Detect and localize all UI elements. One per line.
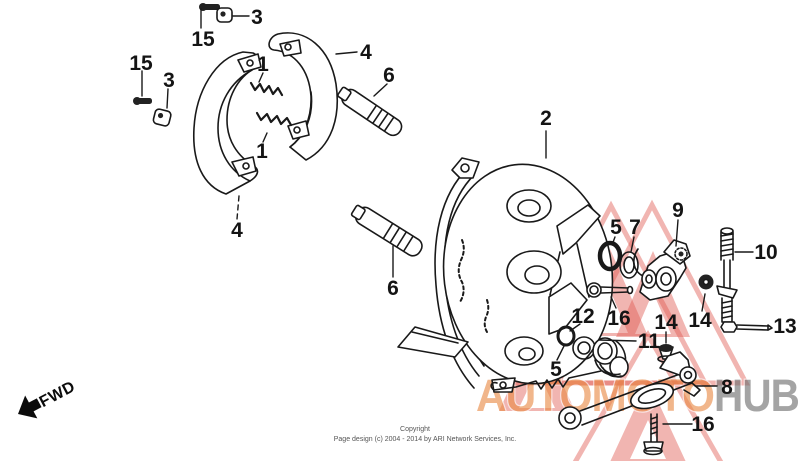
callout-13[interactable]: 13 <box>773 315 796 338</box>
callout-11[interactable]: 11 <box>638 330 661 353</box>
callout-5-panel[interactable]: 5 <box>610 216 622 239</box>
callout-16-anchor[interactable]: 16 <box>607 307 630 330</box>
brand-text-hub: HUB <box>714 370 799 421</box>
fwd-label: FWD <box>37 378 78 411</box>
callout-5-lower[interactable]: 5 <box>550 358 562 381</box>
callout-14-right[interactable]: 14 <box>688 309 712 332</box>
copyright-line1: Copyright <box>400 426 430 433</box>
brake-cam-lower <box>350 204 423 257</box>
brake-cam-upper <box>337 86 403 137</box>
callout-1-upper[interactable]: 1 <box>257 53 269 76</box>
nut-3-left <box>152 108 172 127</box>
washer-5-upper <box>597 240 623 272</box>
fwd-arrow-icon <box>18 395 42 419</box>
callout-4-lower[interactable]: 4 <box>231 219 243 242</box>
callout-2[interactable]: 2 <box>540 107 552 130</box>
callout-6-upper[interactable]: 6 <box>383 64 395 87</box>
leader-lines <box>141 8 754 425</box>
callout-7[interactable]: 7 <box>629 216 641 239</box>
callout-16-bolt[interactable]: 16 <box>691 413 714 436</box>
brake-arm-9 <box>633 239 691 301</box>
footer-copyright: Copyright Page design (c) 2004 - 2014 by… <box>334 426 517 443</box>
nut-14-right <box>698 274 714 290</box>
return-spring <box>490 370 602 391</box>
callout-6-lower[interactable]: 6 <box>387 277 399 300</box>
callout-12[interactable]: 12 <box>571 305 594 328</box>
callout-4-upper[interactable]: 4 <box>360 41 372 64</box>
callout-3-left[interactable]: 3 <box>163 69 175 92</box>
line-art <box>133 3 773 456</box>
callout-15-top[interactable]: 15 <box>191 28 215 51</box>
callout-1-lower[interactable]: 1 <box>256 140 268 163</box>
washer-12 <box>556 325 576 347</box>
watermark-logo: AUTOMOTO HUB <box>475 369 800 423</box>
torque-arm-8 <box>558 351 701 430</box>
screw-15-left <box>133 97 152 105</box>
brake-shoe-left <box>192 51 262 195</box>
callout-8[interactable]: 8 <box>721 376 733 399</box>
callout-14-left[interactable]: 14 <box>654 311 678 334</box>
bolt-16-lower <box>643 413 664 456</box>
shoe-spring-upper <box>249 81 284 97</box>
watermark-triangle-outline <box>572 329 724 461</box>
watermark-triangle-solid <box>616 251 690 337</box>
watermark-triangle-solid <box>610 380 686 461</box>
callout-9[interactable]: 9 <box>672 199 684 222</box>
bolt-13 <box>720 321 773 333</box>
collar-11 <box>592 337 629 378</box>
copyright-line2: Page design (c) 2004 - 2014 by ARI Netwo… <box>334 436 517 443</box>
anchor-pin-16 <box>586 282 634 298</box>
shoe-spring-lower <box>255 111 293 127</box>
callout-3-top[interactable]: 3 <box>251 6 263 29</box>
bolt-10 <box>716 227 738 332</box>
callout-15-left[interactable]: 15 <box>129 52 153 75</box>
brake-shoe-right <box>268 32 338 161</box>
callout-labels: 3 15 15 3 1 1 4 4 6 6 2 5 7 9 10 12 16 1… <box>129 6 796 436</box>
fwd-indicator: FWD <box>18 378 78 419</box>
nut-3-top <box>216 7 233 23</box>
callout-10[interactable]: 10 <box>754 241 777 264</box>
